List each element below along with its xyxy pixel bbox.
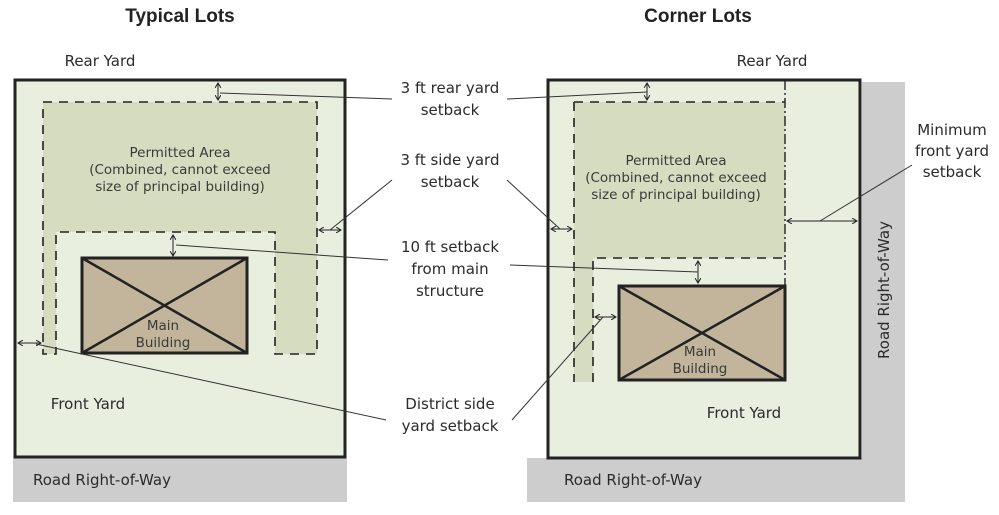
main-setback-callout: from main: [411, 260, 488, 278]
side-setback-callout: setback: [421, 173, 480, 191]
leader-line: [506, 91, 648, 100]
leader-line: [819, 164, 913, 222]
road-label: Road Right-of-Way: [564, 471, 702, 489]
permitted-area-label: Permitted Area: [130, 145, 231, 161]
road-right-of-way-bottom: [527, 458, 862, 502]
rear-setback-callout: setback: [421, 101, 480, 119]
main-setback-callout: structure: [416, 282, 484, 300]
title-corner-lots: Corner Lots: [644, 6, 752, 27]
title-typical-lots: Typical Lots: [125, 6, 234, 27]
leader-line: [511, 316, 604, 421]
rear-setback-callout: 3 ft rear yard: [401, 79, 500, 97]
leader-line: [219, 92, 393, 100]
permitted-area-label: size of principal building): [591, 187, 761, 203]
permitted-area: [574, 102, 785, 382]
district-setback-callout: District side: [405, 395, 494, 413]
leader-line: [509, 264, 699, 273]
building-label: Main: [684, 344, 716, 360]
front-yard-label: Front Yard: [51, 395, 125, 413]
permitted-area-outline: [573, 101, 785, 382]
road-label: Road Right-of-Way: [33, 471, 171, 489]
building-label: Main: [147, 318, 179, 334]
rear-yard-label: Rear Yard: [737, 52, 808, 70]
district-setback-callout: yard setback: [402, 417, 499, 435]
permitted-area: [43, 102, 317, 354]
building-cross-line: [81, 256, 248, 355]
road-right-of-way: [13, 458, 347, 502]
permitted-area-label: (Combined, cannot exceed: [585, 170, 767, 186]
permitted-area-outline: [42, 101, 318, 355]
min-front-setback-label: front yard: [915, 142, 989, 160]
leader-line: [35, 343, 387, 421]
leader-line: [329, 179, 393, 231]
main-setback-callout: 10 ft setback: [401, 238, 499, 256]
typical-lot: Permitted Area (Combined, cannot exceed …: [13, 52, 347, 502]
building-label: Building: [136, 335, 191, 351]
road-right-of-way-side: [862, 82, 905, 502]
building-label: Building: [673, 361, 728, 377]
leader-line: [506, 179, 561, 230]
road-side-label: Road Right-of-Way: [875, 221, 893, 359]
corner-lot: Permitted Area (Combined, cannot exceed …: [527, 52, 989, 502]
permitted-area-label: size of principal building): [95, 179, 265, 195]
side-setback-callout: 3 ft side yard: [401, 151, 500, 169]
front-yard-label: Front Yard: [707, 404, 781, 422]
min-front-setback-label: Minimum: [917, 121, 987, 139]
leader-line: [175, 244, 389, 261]
min-front-setback-label: setback: [923, 163, 982, 181]
building-cross-line: [618, 284, 786, 382]
permitted-area-label: (Combined, cannot exceed: [89, 162, 271, 178]
permitted-area-label: Permitted Area: [626, 153, 727, 169]
callouts: 3 ft rear yard setback 3 ft side yard se…: [35, 79, 699, 435]
rear-yard-label: Rear Yard: [65, 52, 136, 70]
